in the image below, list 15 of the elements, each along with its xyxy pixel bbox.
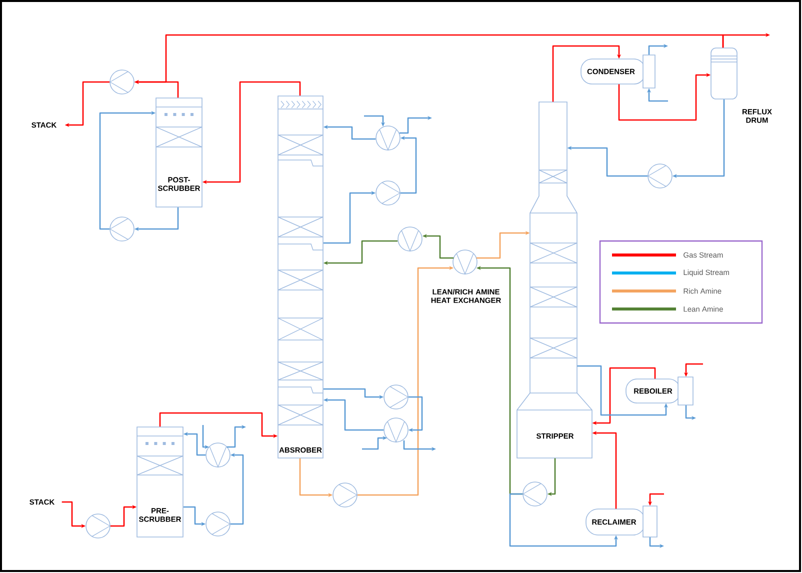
pump-symbol: [110, 216, 134, 242]
pump-symbol: [376, 180, 400, 206]
pump-symbol: [206, 512, 230, 536]
cooler-symbol: [376, 126, 400, 151]
pump-symbol: [648, 164, 672, 188]
pump-symbol: [384, 384, 408, 410]
cooler-symbol: [206, 442, 230, 468]
pump-symbol: [522, 482, 548, 506]
flow-line: [408, 396, 423, 432]
cooler-symbol: [398, 226, 422, 252]
pump-symbol: [86, 514, 110, 538]
pump-symbol: [110, 70, 134, 94]
flow-line: [552, 45, 622, 102]
pump-symbol: [332, 482, 358, 508]
cooler-symbol: [384, 418, 408, 443]
